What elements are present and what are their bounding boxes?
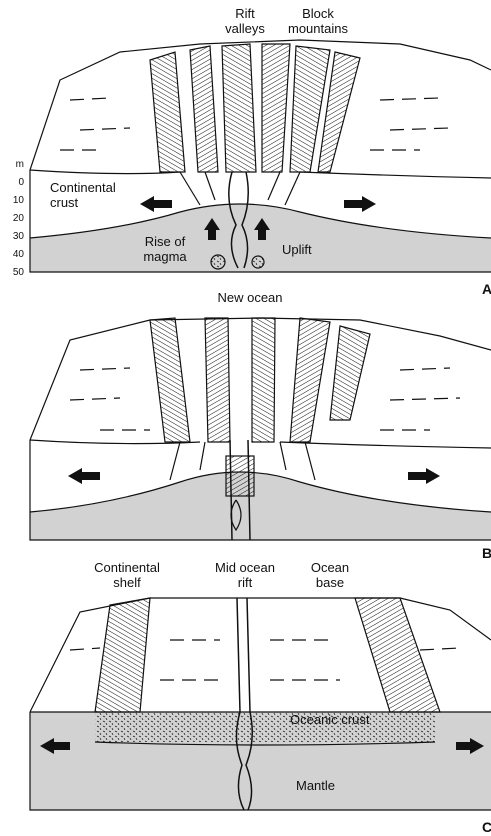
label-oceanic-crust: Oceanic crust (290, 712, 369, 727)
scale-tick-10: 10 (2, 196, 24, 206)
label-new-ocean: New ocean (200, 290, 300, 305)
arrow-right-icon (344, 196, 376, 212)
label-block-mountains: Block mountains (278, 6, 358, 36)
arrow-left-icon (140, 196, 172, 212)
scale-tick-50: 50 (2, 268, 24, 278)
scale-tick-20: 20 (2, 214, 24, 224)
label-uplift: Uplift (282, 242, 312, 257)
label-continental-shelf: Continental shelf (82, 560, 172, 590)
scale-tick-30: 30 (2, 232, 24, 242)
panel-a-letter: A (482, 282, 491, 296)
scale-tick-40: 40 (2, 250, 24, 260)
label-mid-ocean-rift: Mid ocean rift (200, 560, 290, 590)
label-continental-crust: Continental crust (50, 180, 116, 210)
panel-c-block (30, 598, 491, 810)
arrow-right-icon (408, 468, 440, 484)
panel-c-letter: C (482, 820, 491, 834)
label-rift-valleys: Rift valleys (210, 6, 280, 36)
panel-b-block (30, 318, 491, 540)
label-ocean-base: Ocean base (300, 560, 360, 590)
scale-unit: m (2, 160, 24, 170)
arrow-left-icon (68, 468, 100, 484)
label-rise-of-magma: Rise of magma (130, 234, 200, 264)
label-mantle: Mantle (296, 778, 335, 793)
scale-tick-0: 0 (2, 178, 24, 188)
panel-b-letter: B (482, 546, 491, 560)
